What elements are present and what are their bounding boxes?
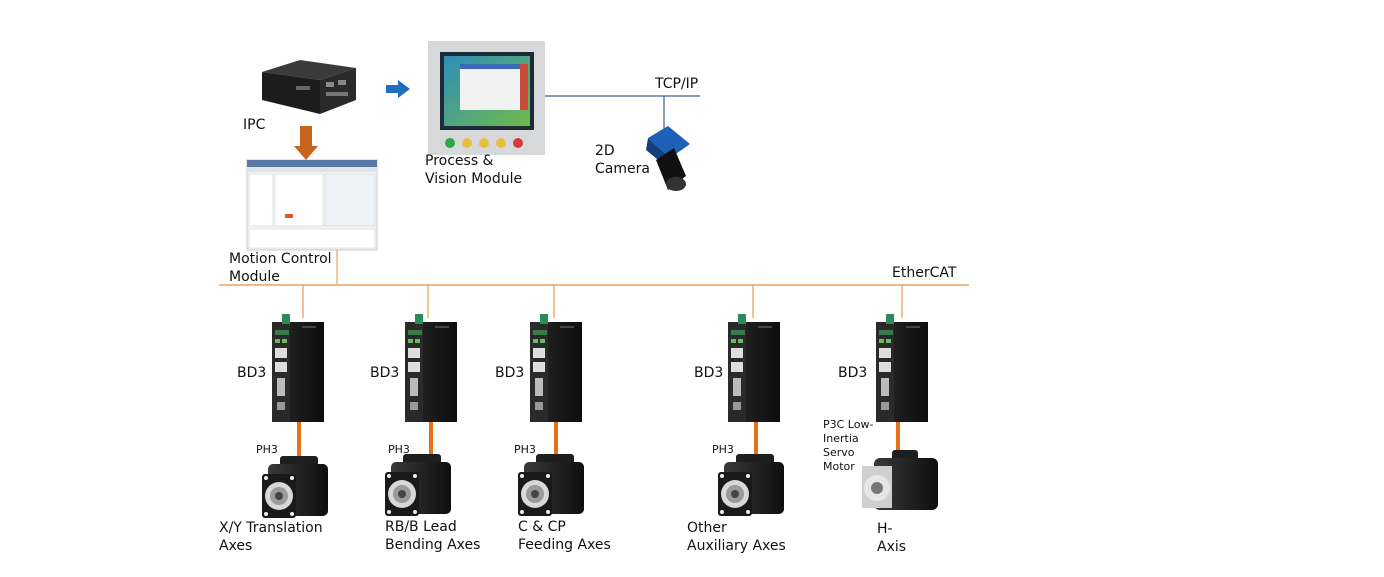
axis-name-label: Other Auxiliary Axes <box>687 520 786 554</box>
drive-label: BD3 <box>838 365 868 381</box>
servo-motor-image <box>385 454 451 516</box>
bus-drops <box>302 285 903 318</box>
camera-image <box>646 126 690 191</box>
drive-label: BD3 <box>694 365 724 381</box>
motor-label: PH3 <box>712 443 734 456</box>
drive-image <box>530 314 582 422</box>
drive-image <box>405 314 457 422</box>
ethercat-label: EtherCAT <box>892 265 957 281</box>
drive-label: BD3 <box>370 365 400 381</box>
arrow-down-icon <box>294 126 318 160</box>
motor-label: PH3 <box>514 443 536 456</box>
motion-control-label: Motion Control Module <box>229 251 332 285</box>
axis-name-label: X/Y Translation Axes <box>219 520 323 554</box>
ipc-label: IPC <box>243 117 266 133</box>
servo-motor-image <box>262 456 328 518</box>
drive-image <box>876 314 928 422</box>
motor-label: PH3 <box>388 443 410 456</box>
drive-label: BD3 <box>237 365 267 381</box>
drive-image <box>728 314 780 422</box>
hmi-panel-image <box>428 41 545 155</box>
servo-motor-image <box>862 450 938 510</box>
axis-name-label: RB/B Lead Bending Axes <box>385 519 481 553</box>
ipc-image <box>262 60 356 114</box>
motor-label: P3C Low- Inertia Servo Motor <box>823 418 874 473</box>
servo-motor-image <box>718 454 784 516</box>
drive-image <box>272 314 324 422</box>
motion-software-image <box>246 159 378 251</box>
drive-label: BD3 <box>495 365 525 381</box>
motor-label: PH3 <box>256 443 278 456</box>
hmi-label: Process & Vision Module <box>425 153 523 187</box>
arrow-right-icon <box>386 80 410 98</box>
camera-label: 2D Camera <box>595 143 650 177</box>
servo-motor-image <box>518 454 584 516</box>
axis-name-label: C & CP Feeding Axes <box>518 519 611 553</box>
axis-name-label: H- Axis <box>877 521 907 555</box>
tcpip-label: TCP/IP <box>655 76 699 92</box>
